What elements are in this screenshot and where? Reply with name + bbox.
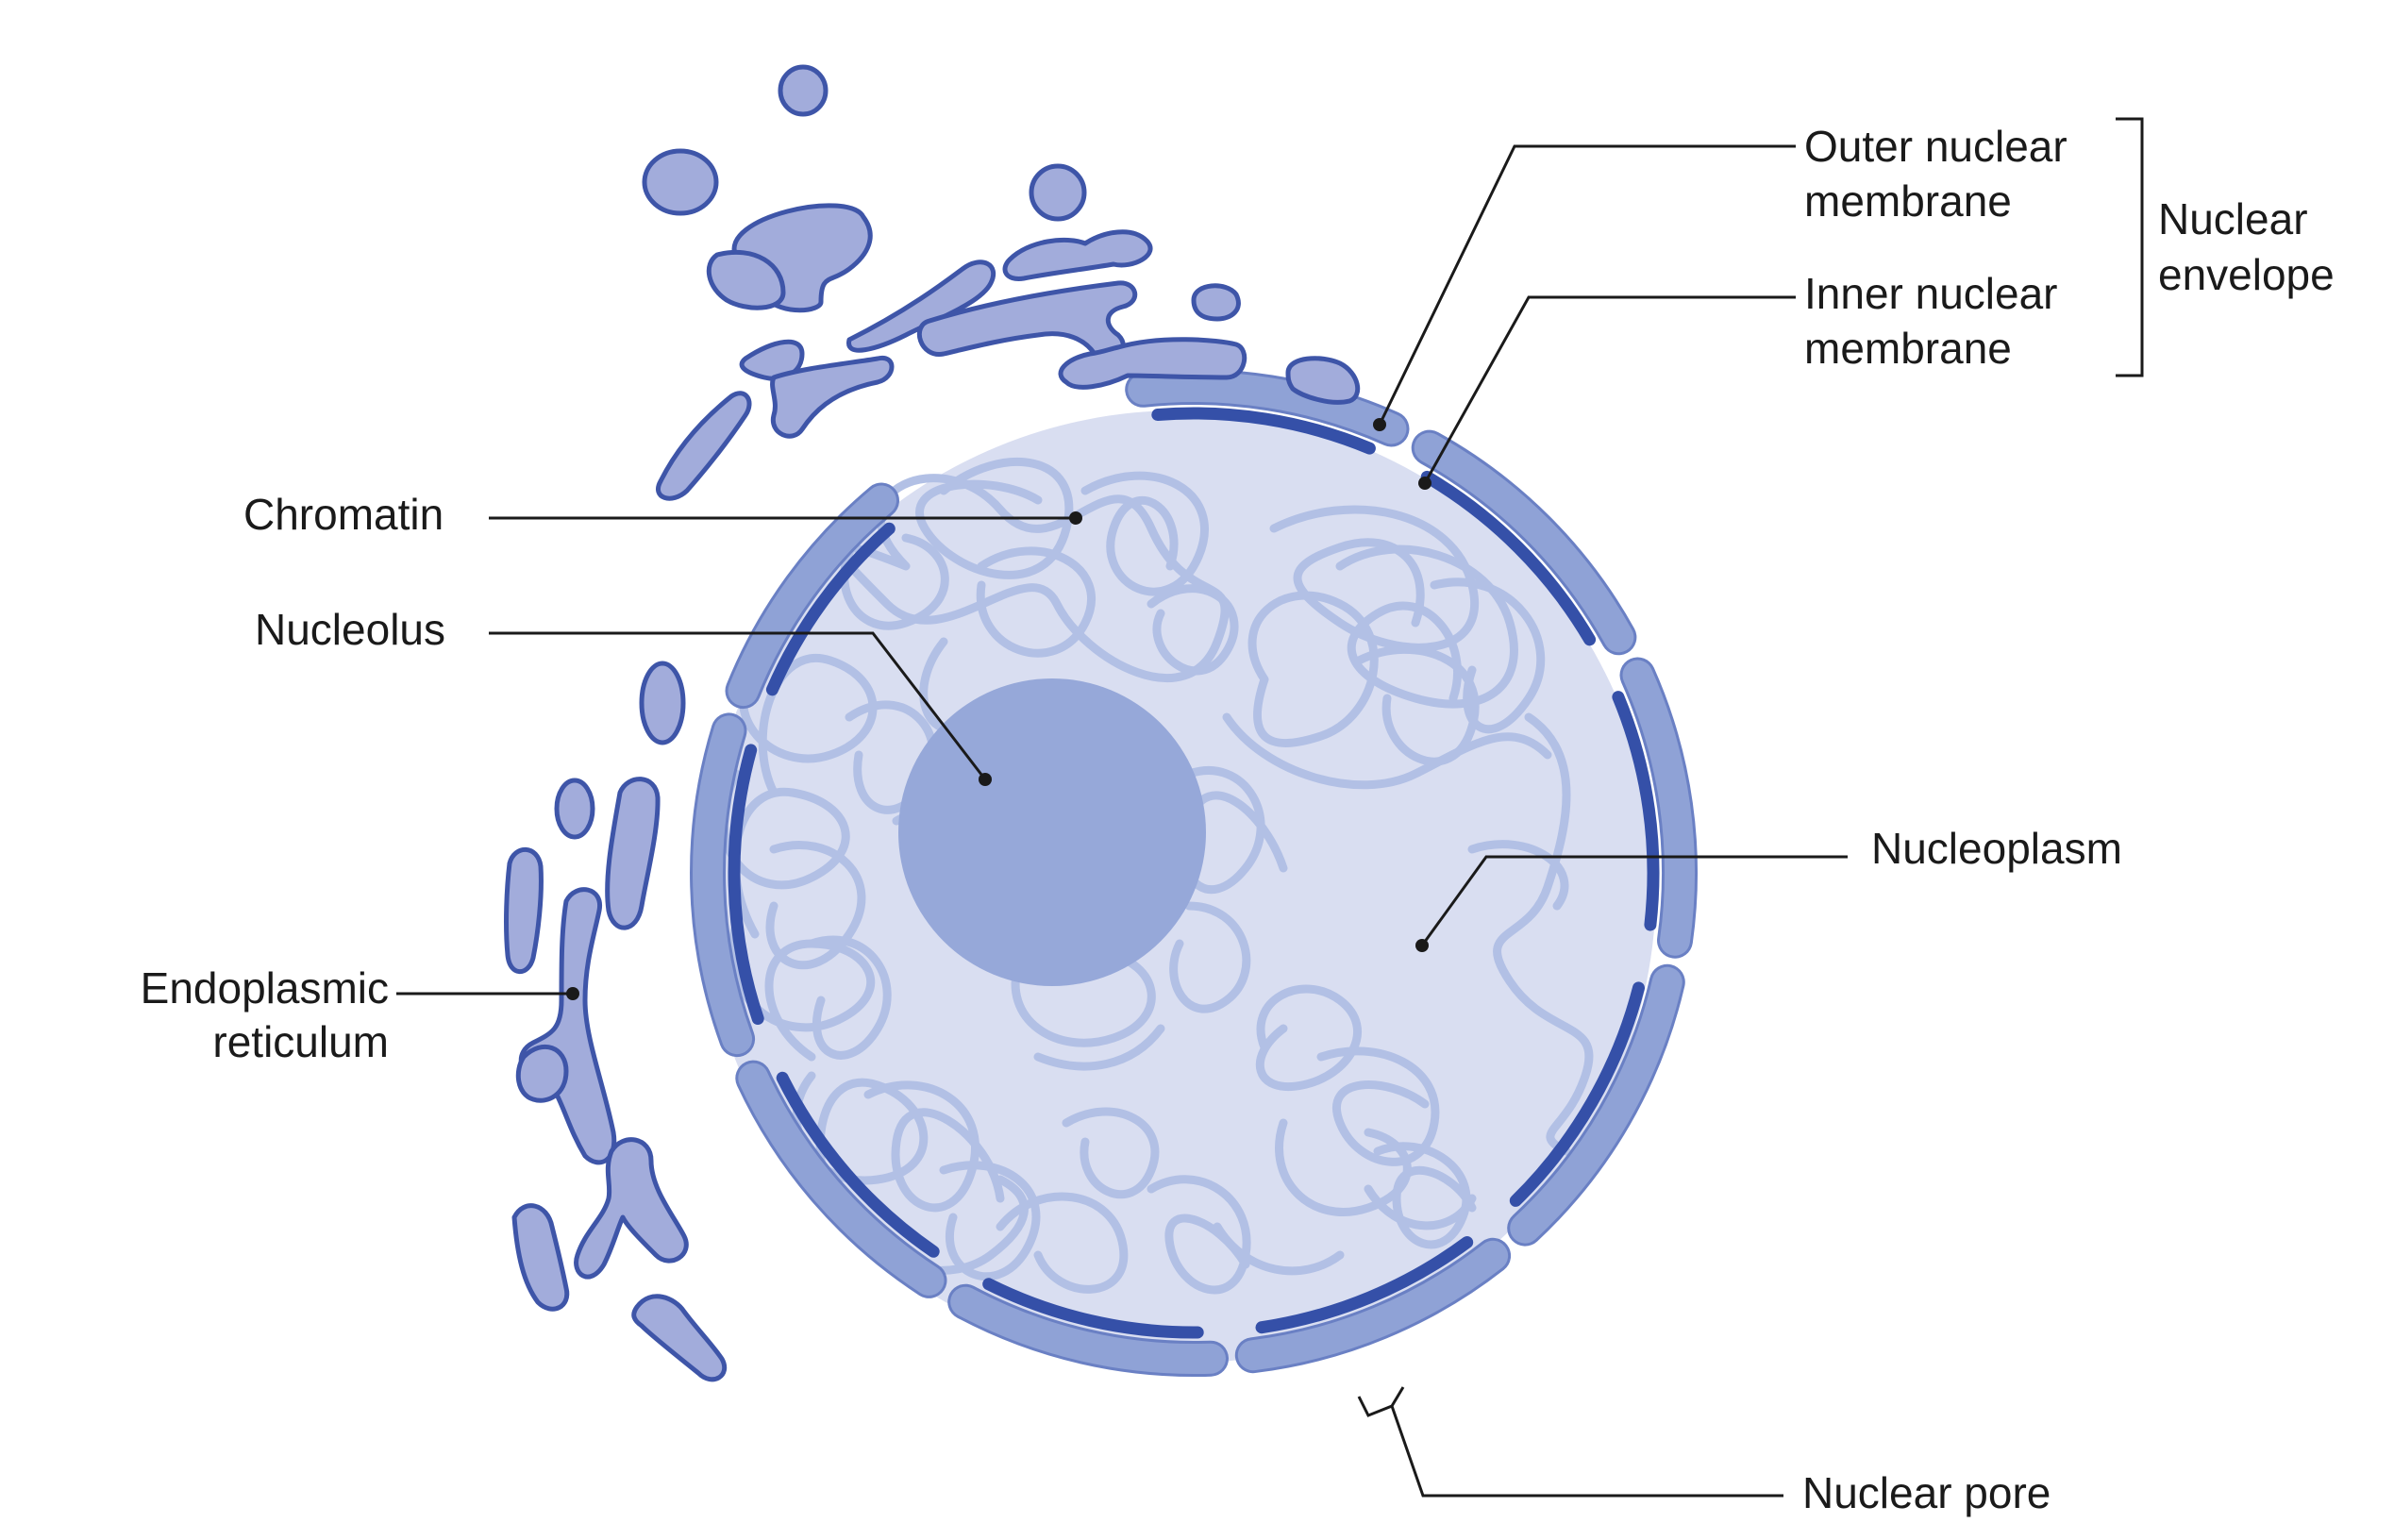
chromatin-label: Chromatin	[243, 490, 444, 539]
inner-membrane-segment-8	[765, 522, 896, 696]
outer-membrane-segment-7	[693, 715, 753, 1055]
inner-membrane-segment-3	[1509, 981, 1645, 1207]
inner-membrane-label-line2: membrane	[1804, 324, 2012, 373]
outer-membrane-segment-0	[1128, 371, 1407, 444]
outer-membrane-label-line1: Outer nuclear	[1804, 122, 2068, 171]
inner-membrane-segment-0	[1151, 407, 1376, 455]
nucleoplasm-label: Nucleoplasm	[1871, 824, 2122, 873]
er-label-line2: reticulum	[212, 1017, 389, 1066]
nuclear-envelope-label-line2: envelope	[2158, 250, 2335, 299]
nuclear-envelope-label-line1: Nuclear	[2158, 194, 2308, 243]
outer-membrane-segment-6	[738, 1063, 945, 1296]
outer-membrane-segment-4	[1237, 1240, 1509, 1371]
outer-membrane-label-line2: membrane	[1804, 176, 2012, 226]
inner-membrane-segment-7	[728, 744, 764, 1025]
leader-lines	[396, 117, 2144, 1498]
nucleolus	[898, 678, 1206, 986]
er-label-line1: Endoplasmic	[140, 963, 389, 1013]
nucleolus-label: Nucleolus	[255, 605, 445, 654]
inner-membrane-segment-6	[776, 1071, 940, 1258]
inner-membrane-segment-5	[982, 1278, 1204, 1339]
inner-membrane-segment-4	[1255, 1236, 1474, 1334]
outer-membrane-segment-5	[950, 1286, 1226, 1375]
endoplasmic-reticulum	[504, 64, 1361, 1382]
inner-membrane-segment-1	[1420, 470, 1597, 646]
inner-membrane-segment-2	[1612, 691, 1660, 931]
nuclear-pore-label: Nuclear pore	[1802, 1468, 2051, 1517]
outer-membrane-segment-1	[1414, 432, 1634, 653]
outer-membrane-segment-2	[1622, 660, 1696, 956]
inner-membrane-label-line1: Inner nuclear	[1804, 269, 2058, 318]
outer-membrane-segment-3	[1510, 966, 1682, 1244]
